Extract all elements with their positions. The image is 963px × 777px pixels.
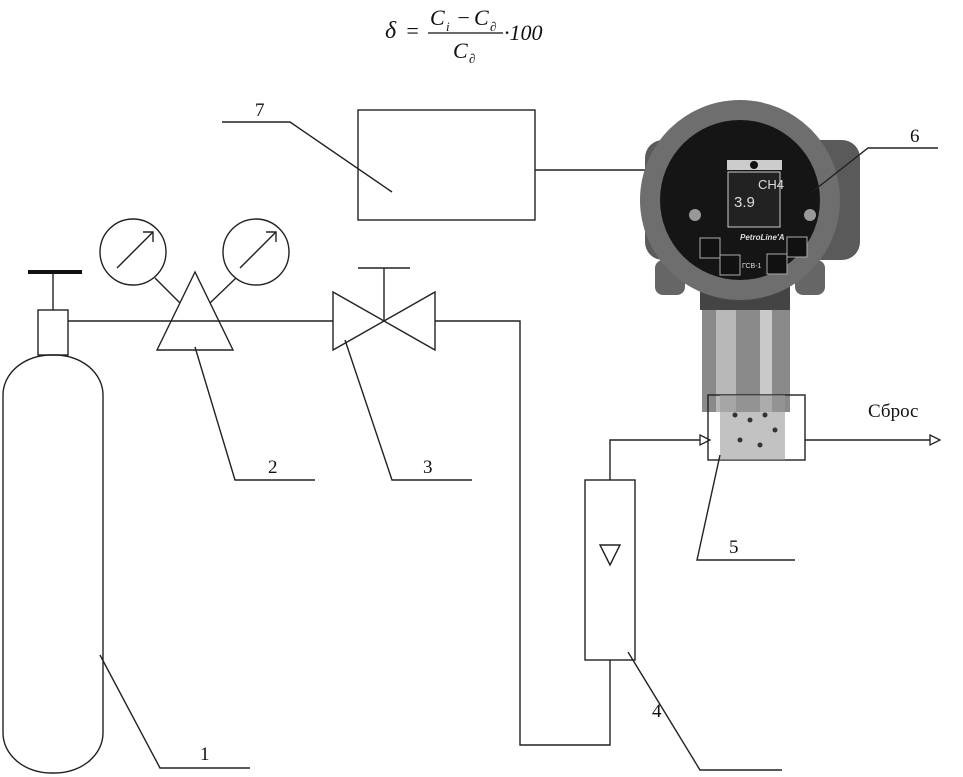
label-1: 1 bbox=[200, 744, 210, 765]
pressure-gauge-icon bbox=[222, 218, 290, 286]
error-formula: δ = C i − C ∂ C ∂ ·100 bbox=[385, 5, 543, 66]
gas-cylinder bbox=[2, 270, 104, 774]
formula-num-c2: C bbox=[474, 5, 489, 30]
pipe-valve-flowmeter bbox=[435, 320, 611, 746]
device-reading: 3.9 bbox=[734, 194, 755, 211]
label-2: 2 bbox=[268, 457, 278, 478]
label-7: 7 bbox=[255, 100, 265, 121]
label-5: 5 bbox=[729, 537, 739, 558]
device-gas-label: CH4 bbox=[758, 177, 784, 192]
formula-den-c: C bbox=[453, 38, 468, 63]
device-brand: PetroLine'A bbox=[740, 233, 785, 242]
exhaust-label: Сброс bbox=[868, 401, 918, 422]
formula-num-sub2: ∂ bbox=[490, 19, 496, 34]
leader-2 bbox=[194, 346, 315, 481]
flow-chamber bbox=[707, 394, 806, 461]
label-3: 3 bbox=[423, 457, 433, 478]
formula-num-sub1: i bbox=[446, 19, 450, 34]
label-6: 6 bbox=[910, 126, 920, 147]
leader-5 bbox=[696, 454, 795, 561]
arrow-icon bbox=[699, 433, 712, 447]
gas-detector: CH4 3.9 PetroLine'A ГСВ-1 bbox=[640, 100, 860, 412]
needle-valve bbox=[332, 267, 436, 352]
label-4: 4 bbox=[652, 701, 662, 722]
formula-factor: ·100 bbox=[504, 20, 543, 45]
formula-delta: δ bbox=[385, 18, 397, 44]
arrow-icon bbox=[929, 433, 942, 447]
formula-equals: = bbox=[405, 18, 420, 43]
leader-4 bbox=[627, 651, 782, 771]
pipe-flowmeter-chamber bbox=[609, 439, 700, 480]
leader-1 bbox=[99, 654, 250, 769]
pressure-regulator bbox=[99, 218, 290, 351]
pressure-gauge-icon bbox=[99, 218, 167, 286]
formula-den-sub: ∂ bbox=[469, 51, 475, 66]
leader-7 bbox=[222, 121, 393, 193]
secondary-unit-box bbox=[357, 109, 536, 221]
leader-6 bbox=[811, 147, 938, 193]
formula-num-c1: C bbox=[430, 5, 445, 30]
leader-3 bbox=[344, 339, 472, 481]
rotameter bbox=[584, 479, 636, 661]
device-model: ГСВ-1 bbox=[742, 263, 762, 270]
formula-minus: − bbox=[456, 5, 471, 30]
